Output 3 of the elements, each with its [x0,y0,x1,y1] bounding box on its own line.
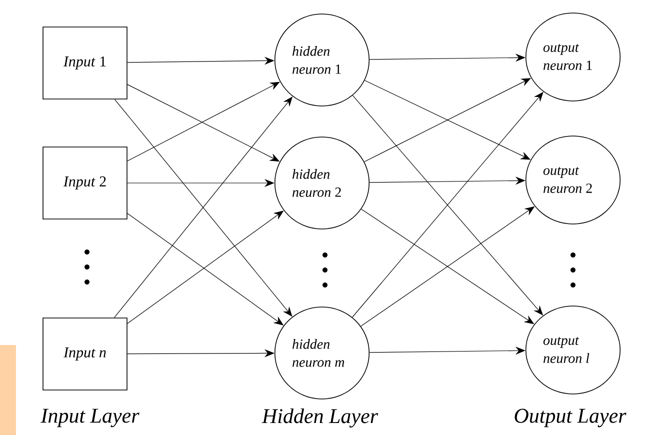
input-box: Input 1 [42,26,128,100]
input-box: Input 2 [42,146,128,220]
input-box: Input n [42,318,128,390]
